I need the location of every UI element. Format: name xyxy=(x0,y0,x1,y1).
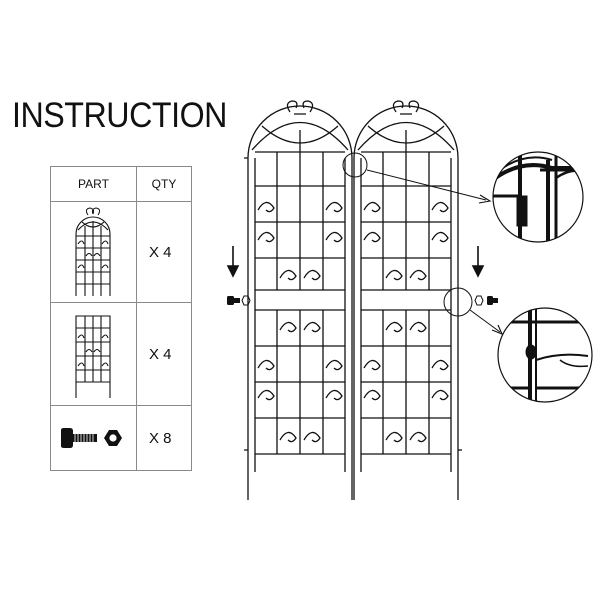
callout-circle xyxy=(443,287,473,317)
table-row: X 8 xyxy=(50,405,193,471)
header-part: PART xyxy=(50,166,137,202)
qty-cell: X 4 xyxy=(135,302,193,406)
table-row: X 4 xyxy=(50,201,193,303)
header-qty: QTY xyxy=(135,166,193,202)
down-arrow-icon xyxy=(226,246,240,278)
qty-cell: X 8 xyxy=(135,405,193,471)
qty-cell: X 4 xyxy=(135,201,193,303)
bolt-joint-detail xyxy=(497,307,593,403)
leader-line xyxy=(366,169,487,201)
page-title: INSTRUCTION xyxy=(12,96,227,135)
right-trellis-panel xyxy=(353,100,462,500)
parts-table: PART QTY X 4 xyxy=(50,166,193,471)
hook-joint-detail xyxy=(492,151,584,243)
straight-trellis-panel-icon xyxy=(75,315,112,398)
arched-trellis-panel-icon xyxy=(75,207,112,296)
table-header-row: PART QTY xyxy=(50,166,193,202)
table-row: X 4 xyxy=(50,302,193,406)
part-cell xyxy=(50,405,137,471)
bolt-and-nut-icon xyxy=(61,428,123,448)
leader-line xyxy=(469,309,501,333)
screw-connector-icon xyxy=(474,295,498,306)
down-arrow-icon xyxy=(471,246,485,278)
left-trellis-panel xyxy=(244,100,353,500)
part-cell xyxy=(50,201,137,303)
screw-connector-icon xyxy=(227,295,251,306)
callout-circle xyxy=(342,152,368,178)
